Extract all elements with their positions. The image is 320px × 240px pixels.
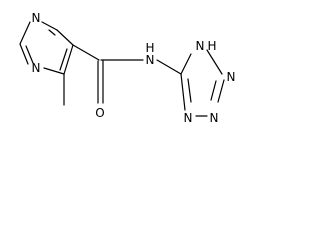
bond-ring-inner-double-right	[59, 48, 68, 71]
molecule-structure-diagram: N N O N H N H N N N	[19, 11, 236, 125]
atom-tetrazole-n1-h: H	[207, 39, 216, 53]
bond-ring-to-carbonyl	[72, 44, 100, 61]
atom-pyrazine-n-top: N	[32, 11, 41, 25]
atom-tetrazole-n4: N	[184, 111, 193, 125]
bond-ring-c-bottom-n-left	[43, 67, 65, 75]
bond-tetrazole-inner-double-left	[187, 78, 192, 103]
atom-amide-n: N	[146, 53, 155, 67]
bond-ring-inner-double-left	[25, 45, 34, 64]
bond-tetrazole-inner-double-right	[210, 80, 217, 101]
atom-tetrazole-n2: N	[227, 70, 236, 84]
atom-amide-h: H	[145, 41, 154, 55]
bond-amide-n-to-tetrazole	[156, 59, 182, 75]
bond-ring-c-top-c-right	[56, 29, 74, 46]
bond-ring-c-right-c-bottom	[63, 44, 74, 75]
bond-tetrazole-n4-c	[180, 73, 186, 111]
atom-carbonyl-o: O	[95, 106, 104, 120]
bond-ring-inner-double-top	[48, 29, 56, 36]
atom-pyrazine-n-left: N	[32, 61, 41, 75]
atom-tetrazole-n3: N	[210, 111, 219, 125]
bond-tetrazole-n1-n2	[206, 49, 223, 75]
atom-tetrazole-n1: N	[196, 39, 205, 53]
bond-ring-n-left-c-left	[19, 43, 29, 65]
bond-ring-c-left-n-top	[19, 21, 31, 45]
bond-tetrazole-n2-n3	[217, 79, 225, 103]
bond-ring-n-top-c-top	[41, 21, 58, 31]
bond-tetrazole-c-n1	[180, 53, 192, 75]
